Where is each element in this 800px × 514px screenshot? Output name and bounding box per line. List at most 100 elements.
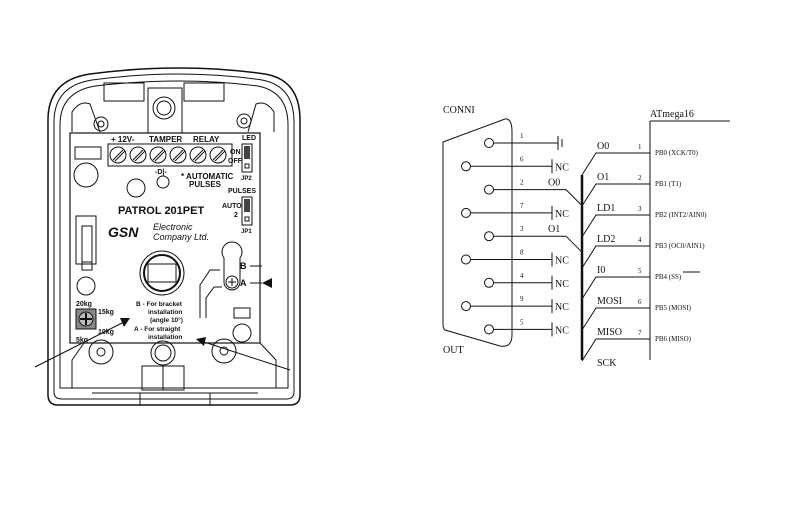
net-label: LD2 xyxy=(597,234,615,245)
pin-wire xyxy=(493,235,583,253)
arrow-path-a xyxy=(205,286,222,318)
bottom-post-center-inner xyxy=(154,344,172,362)
note-a-line1: A - For straight xyxy=(134,326,181,333)
net-label: LD1 xyxy=(597,203,615,214)
nc-label: NC xyxy=(555,279,569,290)
terminal-screw xyxy=(149,146,167,164)
bottom-rib-left xyxy=(71,342,85,388)
weight-15kg: 15kg xyxy=(98,309,114,316)
terminal-label-tamper: TAMPER xyxy=(149,135,182,144)
weight-10kg: 10kg xyxy=(98,329,114,336)
bottom-post-left-hole xyxy=(96,347,106,357)
note-b-line3: (angle 10°) xyxy=(150,316,183,324)
slot-tab xyxy=(81,261,93,271)
side-rib-right xyxy=(247,102,275,133)
pulses-jumper-two: 2 xyxy=(234,212,238,219)
db9-connector-shell xyxy=(442,118,513,347)
pcb-board xyxy=(69,132,261,344)
side-rib-left xyxy=(71,102,101,133)
pulses-jumper xyxy=(241,196,253,226)
company-line1: Electronic xyxy=(153,222,193,232)
corner-hole-left-inner xyxy=(97,120,105,128)
nc-label: NC xyxy=(555,325,569,336)
connector-pin-3: 3 O1 xyxy=(484,224,583,253)
chip-port-label: PB5 (MOSI) xyxy=(655,304,692,312)
housing-bottom-tab xyxy=(139,392,211,406)
nc-label: NC xyxy=(555,302,569,313)
housing-inner-1 xyxy=(53,73,295,400)
pin-wire xyxy=(493,189,583,206)
net-label: O0 xyxy=(548,178,560,189)
connector-label: CONNI xyxy=(443,105,475,116)
chip-port-label: PB6 (MISO) xyxy=(655,335,692,343)
connector-pin-6: 6NC xyxy=(461,155,569,174)
bus-tap-wire xyxy=(581,183,650,207)
pin-contact xyxy=(461,254,471,265)
chip-port-label: PB3 (OC0/AIN1) xyxy=(655,242,705,250)
pulses-jumper-cap xyxy=(244,199,250,212)
led-jumper xyxy=(241,143,253,173)
mount-a-arrow xyxy=(262,278,272,288)
net-label: O0 xyxy=(597,141,609,152)
connector-bottom-label: OUT xyxy=(443,345,464,356)
connector-pin-4: 4NC xyxy=(484,272,569,290)
company-line2: Company Ltd. xyxy=(153,232,209,242)
connector-pin-1: 1 xyxy=(484,132,563,150)
pin-contact xyxy=(461,207,471,218)
pcb-component-capacitor xyxy=(73,162,99,188)
chip-port-label: PB2 (INT2/AIN0) xyxy=(655,211,707,219)
pointer-line-left xyxy=(34,321,125,368)
chip-pin-number: 1 xyxy=(638,143,642,151)
mount-label-a: A xyxy=(240,278,247,288)
terminal-label-relay: RELAY xyxy=(193,135,220,144)
pcb-component-rect xyxy=(74,146,102,160)
pcb-component-round xyxy=(126,178,146,198)
pin-number: 5 xyxy=(520,318,524,326)
chip-pin-number: 2 xyxy=(638,174,642,182)
housing-inner-2 xyxy=(59,80,289,389)
terminal-screw xyxy=(129,146,147,164)
pin-contact xyxy=(484,184,494,195)
note-a-line2: installation xyxy=(148,334,182,341)
terminal-screws xyxy=(109,146,227,164)
bus-tap-wire xyxy=(581,338,650,362)
pin-contact xyxy=(461,301,471,312)
net-label: O1 xyxy=(548,224,560,235)
led-jumper-on: ON xyxy=(230,149,241,156)
bus-tap-wire xyxy=(581,152,650,176)
bottom-post-center xyxy=(150,340,176,366)
pin-number: 6 xyxy=(520,155,524,163)
terminal-screw xyxy=(189,146,207,164)
terminal-screw xyxy=(209,146,227,164)
pulses-jumper-pin xyxy=(244,216,250,222)
led-jumper-id: JP2 xyxy=(241,176,252,182)
connector-pin-5: 5NC xyxy=(484,318,569,337)
detector-drawing: + 12V- TAMPER RELAY -D|- * AUTOMATIC PUL… xyxy=(34,67,301,406)
led-jumper-off: OFF xyxy=(228,158,243,165)
pointer-arrow-right xyxy=(196,337,206,346)
pyro-sensor-ring xyxy=(143,254,181,292)
pin-number: 3 xyxy=(520,225,524,233)
pointer-arrow-left xyxy=(120,318,130,327)
net-label: MISO xyxy=(597,327,622,338)
led-jumper-title: LED xyxy=(242,135,256,142)
net-label: SCK xyxy=(597,358,617,369)
pcb-component-small-rect xyxy=(233,307,251,319)
terminal-label-power: + 12V- xyxy=(111,135,135,144)
pin-contact xyxy=(461,161,471,172)
weight-lens-hole xyxy=(76,276,96,296)
weight-5kg: 5kg xyxy=(76,337,88,344)
chip-pin-number: 3 xyxy=(638,205,642,213)
pin-contact xyxy=(484,277,494,288)
bus-tap-wire xyxy=(581,276,650,300)
arrow-path-b xyxy=(199,269,220,318)
pointer-line-right xyxy=(203,341,291,371)
net-label: I0 xyxy=(597,265,605,276)
